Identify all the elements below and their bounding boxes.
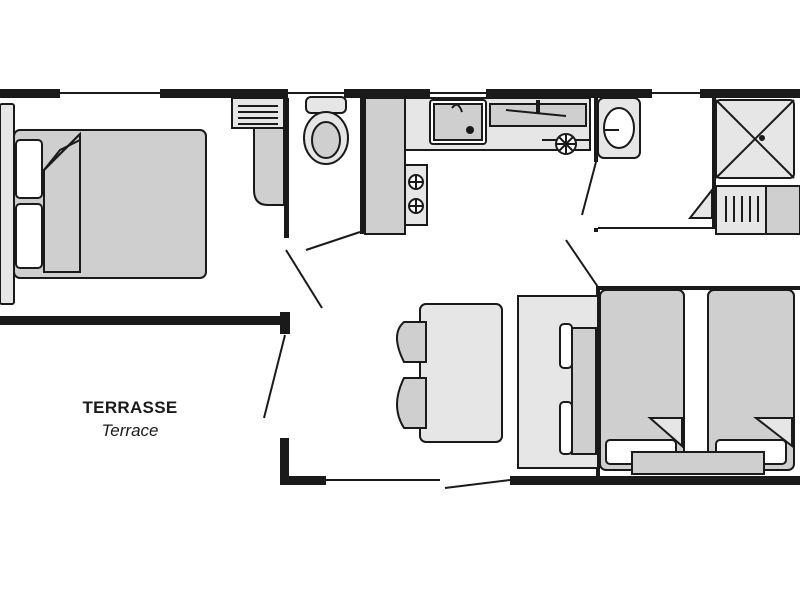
nightstand — [631, 451, 765, 475]
toilet — [303, 96, 349, 165]
doors — [263, 161, 601, 419]
dining-table — [396, 303, 503, 443]
exterior-walls — [0, 89, 800, 489]
terrace-label-translation: Terrace — [101, 421, 159, 440]
terrace-label: TERRASSE — [82, 398, 178, 417]
shower — [715, 99, 795, 179]
bench-seat — [517, 295, 599, 469]
bathroom-sink — [597, 97, 641, 159]
shelf-unit — [687, 185, 800, 235]
twin-bed-right — [707, 289, 795, 471]
kitchen-counter — [364, 97, 591, 235]
wardrobe — [231, 97, 285, 206]
stove — [404, 164, 428, 226]
twin-bed-left — [599, 289, 685, 471]
double-bed — [0, 103, 207, 305]
